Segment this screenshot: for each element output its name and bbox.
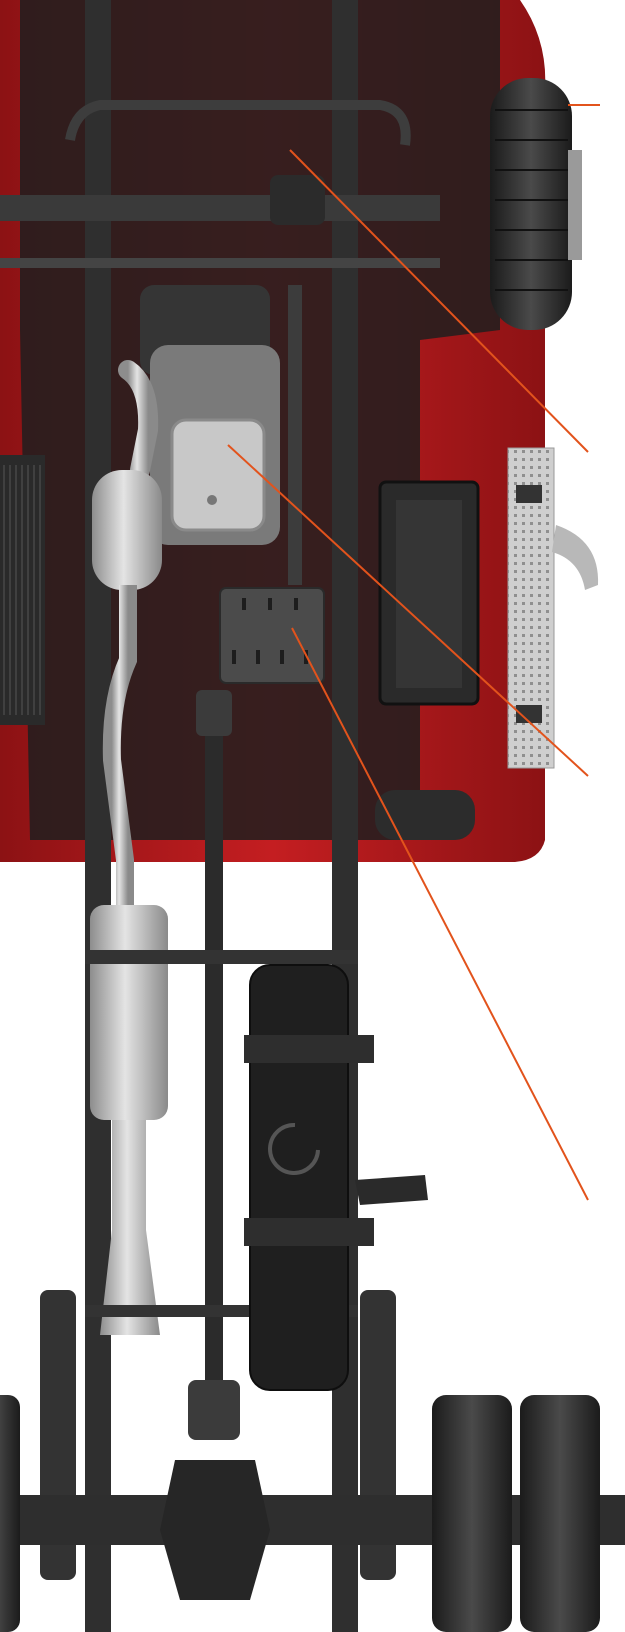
callout-line-transmission-pan (227, 444, 589, 777)
callout-line-transfer-case (291, 627, 589, 1201)
radiator-fins (3, 465, 41, 715)
fuel-sender-ring (268, 1122, 320, 1175)
spare-tire (490, 78, 572, 330)
step-bracket-bottom (516, 705, 542, 723)
catalytic-converter (92, 470, 162, 590)
mid-crossmember (85, 950, 358, 964)
front-tie-bar (0, 258, 440, 268)
rear-right-inner-tire (432, 1395, 512, 1632)
rear-right-outer-tire (520, 1395, 600, 1632)
fuel-tank-strap-upper (244, 1035, 374, 1063)
front-crossmember (0, 195, 440, 221)
exhaust-mid-pipe (102, 585, 137, 905)
transfer-case-skid-plate (219, 587, 325, 684)
transmission-drain-plug (207, 495, 217, 505)
tailpipe (100, 1120, 160, 1335)
driveshaft-yoke-front (196, 690, 232, 736)
left-frame-rail (85, 0, 111, 1632)
front-axle-housing (270, 175, 325, 225)
callout-line-front-crossmember (289, 149, 589, 453)
callout-lines (227, 104, 600, 1201)
fuel-tank-strap-lower (244, 1218, 374, 1246)
front-driveshaft (288, 285, 302, 585)
transmission-pan (170, 418, 266, 532)
evap-canister (375, 790, 475, 840)
step-bracket-top (516, 485, 542, 503)
rear-differential (160, 1460, 270, 1600)
front-suspension-bar (65, 100, 411, 146)
rear-left-tire (0, 1395, 20, 1632)
trailer-hitch-bracket (355, 1175, 428, 1205)
fuel-tank (249, 964, 349, 1391)
exhaust-downpipe (118, 360, 159, 480)
battery-tray-inner (396, 500, 462, 688)
muffler (90, 905, 168, 1120)
door-handle (552, 525, 599, 590)
spare-tire-tread (495, 109, 568, 291)
driveshaft-yoke-rear (188, 1380, 240, 1440)
spare-tire-hub (568, 150, 582, 260)
rear-driveshaft (205, 690, 223, 1400)
